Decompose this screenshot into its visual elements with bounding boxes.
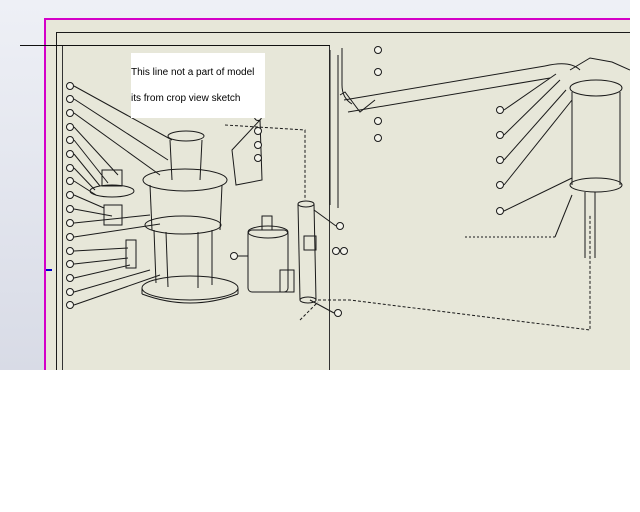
graphics-viewport[interactable]: This line not a part of model its from c…: [0, 0, 630, 370]
note-line-2: its from crop view sketch: [131, 93, 241, 104]
crop-view-boundary[interactable]: [62, 45, 330, 370]
note-line-1: This line not a part of model: [131, 67, 255, 78]
sheet-border-frame: [56, 32, 630, 370]
linkage-arm-part: [329, 46, 581, 208]
blank-area: [0, 370, 640, 512]
exploded-assembly-drawing: [46, 46, 630, 331]
central-column-assembly: [89, 118, 263, 304]
leader-lines-left: [73, 85, 173, 306]
dashed-relation-lines: [224, 124, 591, 331]
balloon-callouts-left: [66, 82, 74, 309]
crop-sketch-line[interactable]: [20, 45, 330, 46]
motor-part: [230, 215, 295, 293]
vertical-tube-part: [297, 200, 348, 317]
annotation-note[interactable]: This line not a part of model its from c…: [131, 53, 265, 118]
right-cylinder-part: [465, 57, 630, 258]
